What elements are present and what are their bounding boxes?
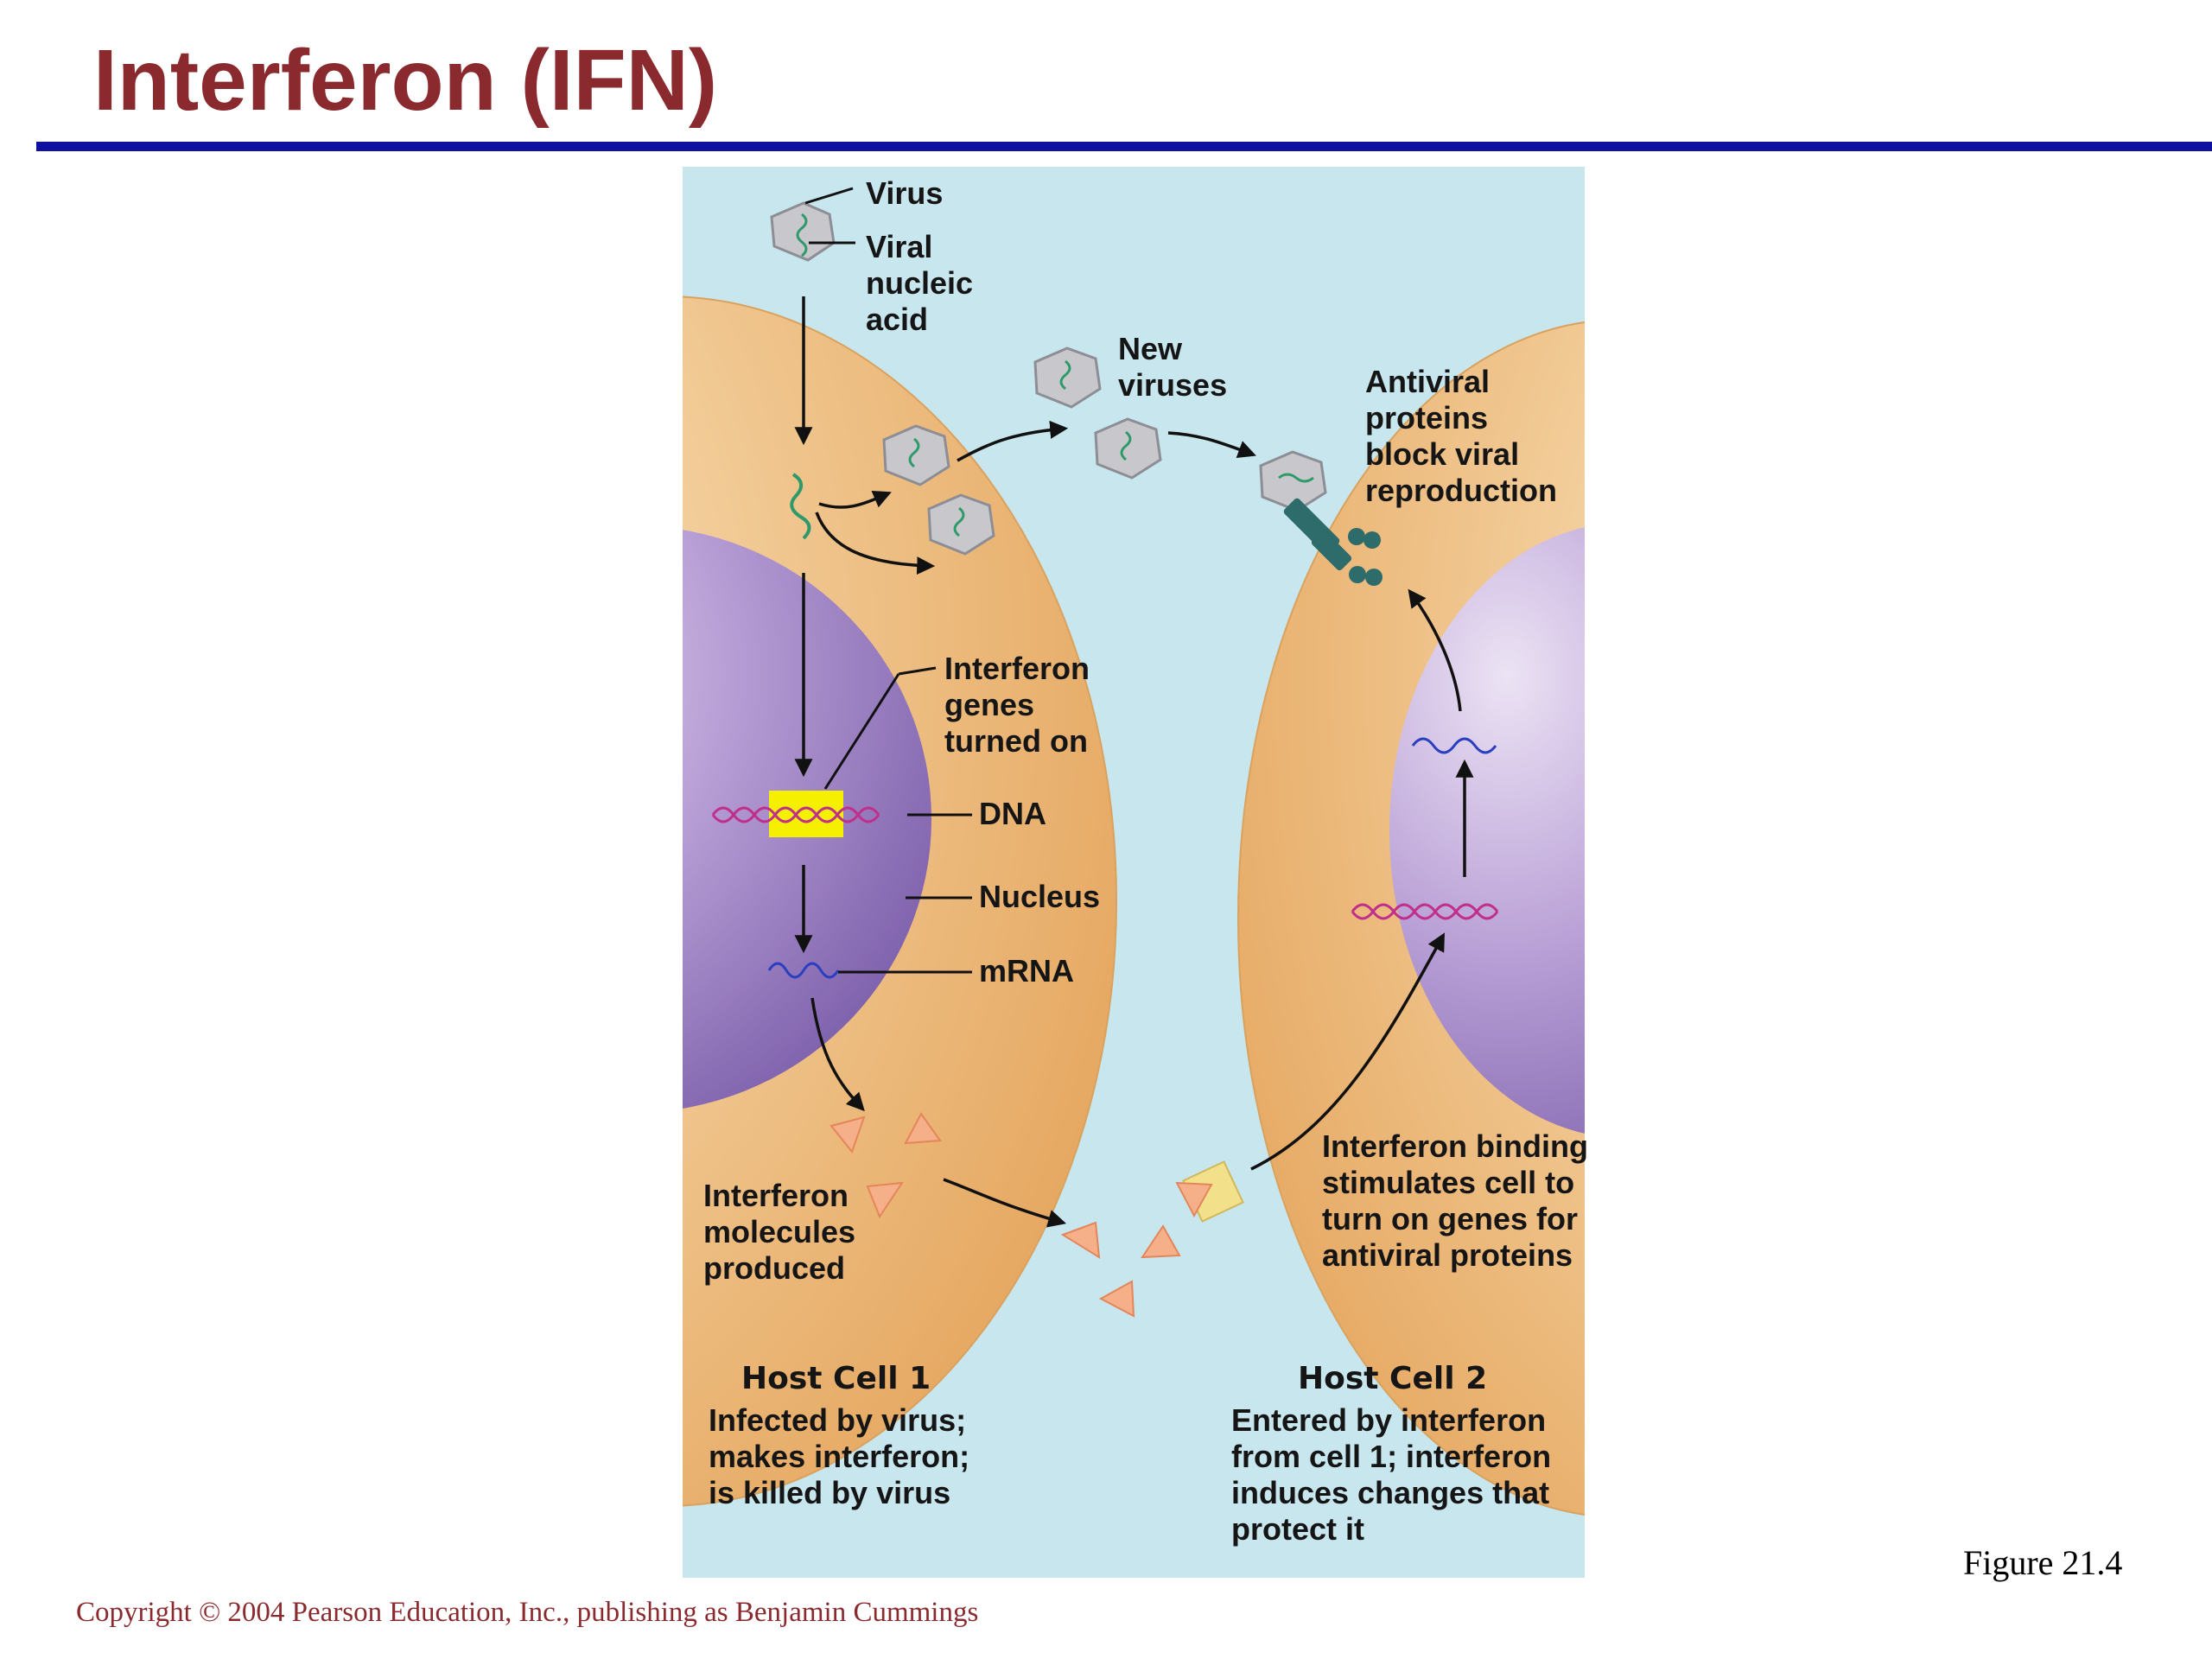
label-virus: Virus	[866, 175, 944, 211]
antiviral-protein-icon	[1283, 498, 1382, 586]
interferon-molecule-icon	[830, 1112, 942, 1219]
secretion-arrow	[943, 1178, 1067, 1228]
mrna-strand-2	[1411, 737, 1497, 754]
label-interferon-genes: Interferon genes turned on	[944, 651, 1090, 759]
slide-title: Interferon (IFN)	[93, 32, 718, 129]
label-new-viruses: New viruses	[1118, 331, 1228, 403]
figure-label: Figure 21.4	[1963, 1543, 2123, 1582]
title-rule	[36, 142, 2212, 151]
virus-leader-line	[804, 187, 854, 205]
interferon-diagram: Virus Viral nucleic acid New viruses Ant…	[683, 167, 1588, 1578]
translation-arrow-2	[1408, 588, 1462, 712]
copyright-notice: Copyright © 2004 Pearson Education, Inc.…	[76, 1597, 979, 1628]
host-cell-1-description: Infected by virus; makes interferon; is …	[709, 1402, 970, 1510]
released-virus-icon	[1033, 346, 1102, 409]
new-virus-icon	[927, 493, 995, 556]
label-mrna: mRNA	[979, 953, 1075, 988]
diagram-graphic	[683, 167, 1585, 1578]
mrna-strand-1	[767, 962, 840, 979]
label-interferon-binding: Interferon binding stimulates cell to tu…	[1322, 1128, 1588, 1273]
signaling-arrow	[1250, 932, 1446, 1171]
interferon-gene-highlight	[769, 791, 843, 837]
replication-arrow-2	[815, 512, 936, 575]
label-interferon-molecules: Interferon molecules produced	[703, 1178, 856, 1286]
host-cell-2-nucleus	[1389, 527, 1585, 1134]
replication-arrow-1	[818, 490, 892, 509]
virus-attack-arrow	[1167, 431, 1256, 458]
released-virus-icon	[1094, 417, 1162, 480]
host-cell-2-description: Entered by interferon from cell 1; inter…	[1231, 1402, 1552, 1547]
virus-icon	[770, 201, 836, 262]
viral-nucleic-acid-icon	[790, 473, 811, 540]
bound-interferon-icon	[1175, 1181, 1213, 1218]
label-nucleus: Nucleus	[979, 879, 1101, 914]
new-virus-icon	[882, 424, 950, 486]
label-antiviral-proteins: Antiviral proteins block viral reproduct…	[1365, 364, 1557, 508]
interferon-molecule-icon	[1060, 1221, 1181, 1318]
host-cell-2-title: Host Cell 2	[1298, 1361, 1488, 1396]
dna-strand-1	[711, 806, 880, 823]
dna-strand-2	[1351, 903, 1499, 920]
interferon-genes-leader-line	[823, 673, 900, 790]
translation-arrow	[810, 997, 865, 1112]
host-cell-1-title: Host Cell 1	[741, 1361, 931, 1396]
virus-exit-arrow	[957, 420, 1069, 462]
label-viral-nucleic-acid: Viral nucleic acid	[866, 229, 974, 337]
label-dna: DNA	[979, 796, 1046, 831]
